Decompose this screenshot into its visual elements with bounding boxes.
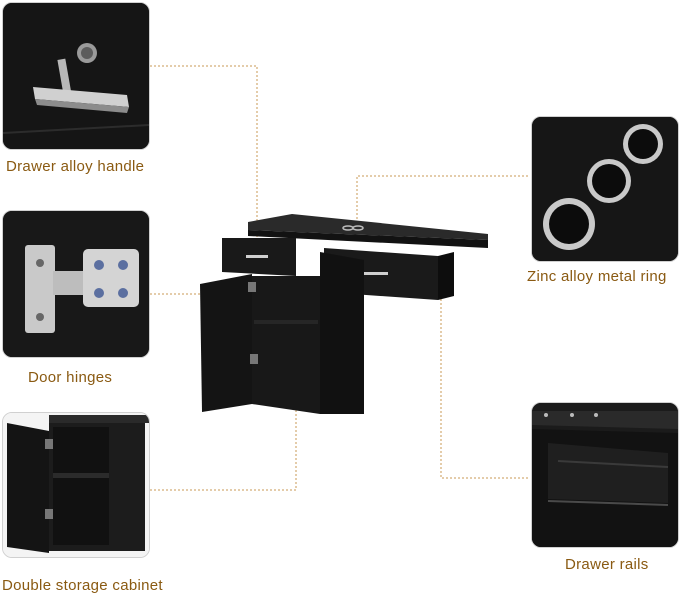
reception-desk-image bbox=[200, 214, 488, 414]
ring-closeup-image bbox=[532, 117, 678, 261]
rails-detail-panel bbox=[531, 402, 679, 548]
cabinet-detail-panel bbox=[2, 412, 150, 558]
handle-closeup-image bbox=[3, 3, 149, 149]
cabinet-closeup-image bbox=[3, 413, 149, 557]
rails-label: Drawer rails bbox=[565, 556, 649, 573]
hinge-closeup-image bbox=[3, 211, 149, 357]
handle-detail-panel bbox=[2, 2, 150, 150]
cabinet-label: Double storage cabinet bbox=[2, 577, 163, 594]
rails-closeup-image bbox=[532, 403, 678, 547]
ring-detail-panel bbox=[531, 116, 679, 262]
handle-label: Drawer alloy handle bbox=[6, 158, 145, 175]
hinges-label: Door hinges bbox=[28, 369, 113, 386]
ring-label: Zinc alloy metal ring bbox=[527, 268, 667, 285]
hinge-detail-panel bbox=[2, 210, 150, 358]
